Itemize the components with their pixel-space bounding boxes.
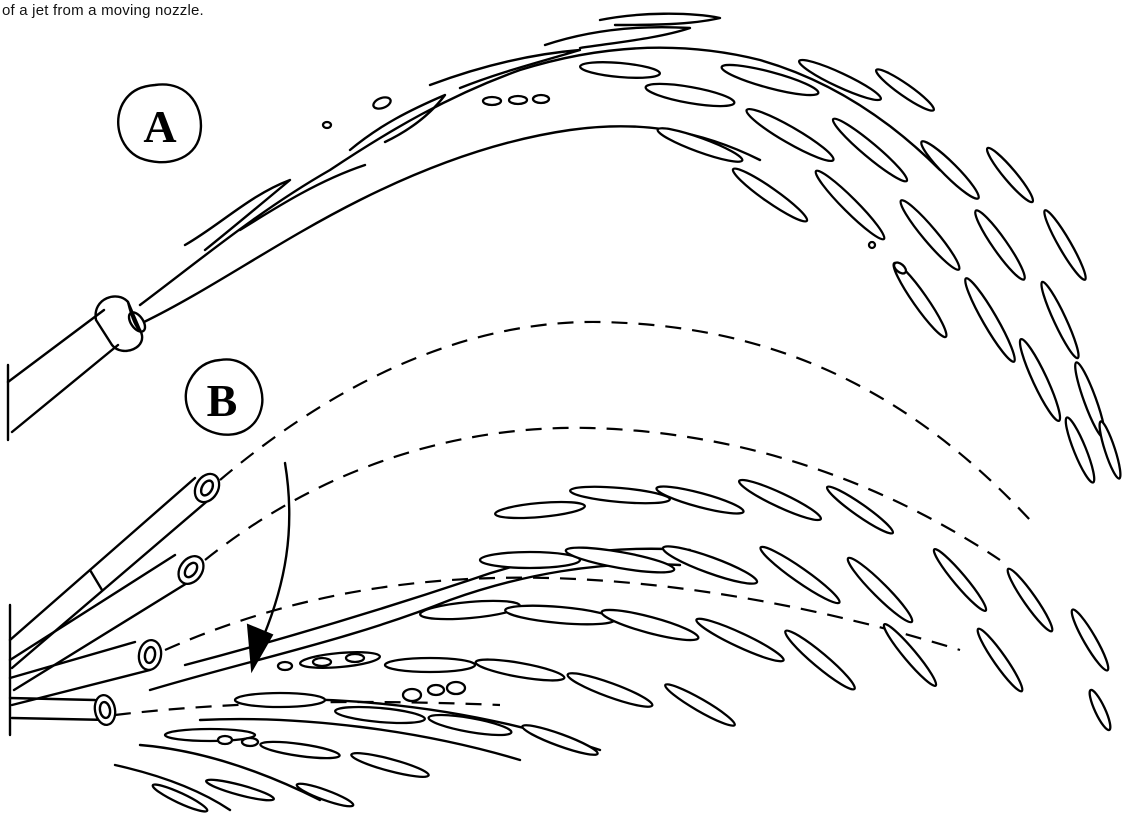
label-a-text: A	[143, 101, 176, 152]
label-a: A	[118, 84, 201, 162]
label-b-text: B	[207, 375, 238, 426]
jet-b	[10, 322, 1114, 815]
jet-a	[8, 14, 1124, 485]
hoses-b	[10, 478, 212, 720]
hose-a	[8, 296, 148, 432]
jet-b-droplets	[151, 475, 1114, 816]
jet-a-droplets	[323, 55, 1124, 485]
jet-a-stream	[140, 14, 940, 322]
label-b: B	[186, 359, 263, 434]
